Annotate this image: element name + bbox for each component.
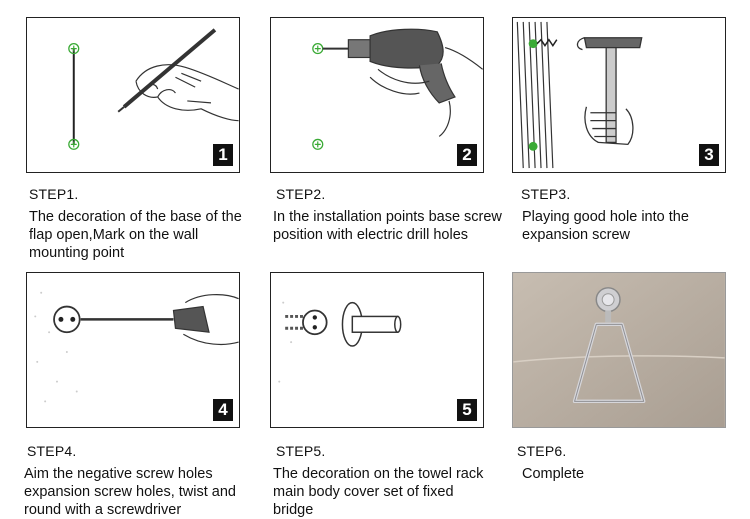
step-number-badge: 4 bbox=[213, 399, 233, 421]
step4-description: Aim the negative screw holes expansion s… bbox=[24, 466, 236, 518]
step2-description: In the installation points base screw po… bbox=[273, 209, 502, 243]
mounting-point-mark-top bbox=[312, 43, 324, 55]
step4-illustration: 4 bbox=[26, 272, 240, 428]
towel-ring-photo bbox=[513, 273, 725, 427]
step3-illustration: 3 bbox=[512, 17, 726, 173]
screw-base-icon bbox=[53, 305, 81, 334]
screwdriver-icon bbox=[80, 294, 239, 346]
step5-title: STEP5. bbox=[276, 443, 326, 459]
step-number-badge: 3 bbox=[699, 144, 719, 166]
step3-description: Playing good hole into the expansion scr… bbox=[522, 209, 689, 243]
mark-wall-drawing bbox=[68, 28, 239, 150]
step2-title: STEP2. bbox=[276, 186, 326, 202]
hammer-wall-drawing bbox=[516, 21, 643, 169]
wall-texture bbox=[278, 301, 293, 383]
hammer-icon bbox=[576, 37, 643, 146]
step4-title: STEP4. bbox=[27, 443, 77, 459]
screw-base-icon bbox=[285, 309, 328, 336]
step1-illustration: 1 bbox=[26, 17, 240, 173]
step-number-badge: 2 bbox=[457, 144, 477, 166]
expansion-screw-mark-top bbox=[528, 39, 538, 49]
hand-pencil-icon bbox=[117, 28, 239, 122]
step6-photo bbox=[512, 272, 726, 428]
expansion-screw-mark-bottom bbox=[528, 141, 538, 151]
step-number-badge: 1 bbox=[213, 144, 233, 166]
step2-illustration: 2 bbox=[270, 17, 484, 173]
step5-illustration: 5 bbox=[270, 272, 484, 428]
wall-hatch bbox=[516, 21, 554, 169]
step6-title: STEP6. bbox=[517, 443, 567, 459]
step1-title: STEP1. bbox=[29, 186, 79, 202]
mounting-point-mark-bottom bbox=[68, 138, 80, 150]
step1-description: The decoration of the base of the flap o… bbox=[29, 209, 242, 261]
step5-description: The decoration on the towel rack main bo… bbox=[273, 466, 484, 518]
screwdriver-drawing bbox=[34, 291, 239, 403]
electric-drill-drawing bbox=[312, 28, 483, 150]
mounting-point-mark-top bbox=[68, 43, 80, 55]
step3-title: STEP3. bbox=[521, 186, 571, 202]
step-number-badge: 5 bbox=[457, 399, 477, 421]
mounting-point-mark-bottom bbox=[312, 138, 324, 150]
electric-drill-icon bbox=[322, 28, 483, 137]
towel-ring-icon bbox=[572, 287, 646, 404]
wall-texture bbox=[34, 291, 78, 403]
step6-description: Complete bbox=[522, 466, 585, 482]
cover-flange-icon bbox=[341, 301, 402, 347]
cover-assembly-drawing bbox=[278, 301, 402, 383]
